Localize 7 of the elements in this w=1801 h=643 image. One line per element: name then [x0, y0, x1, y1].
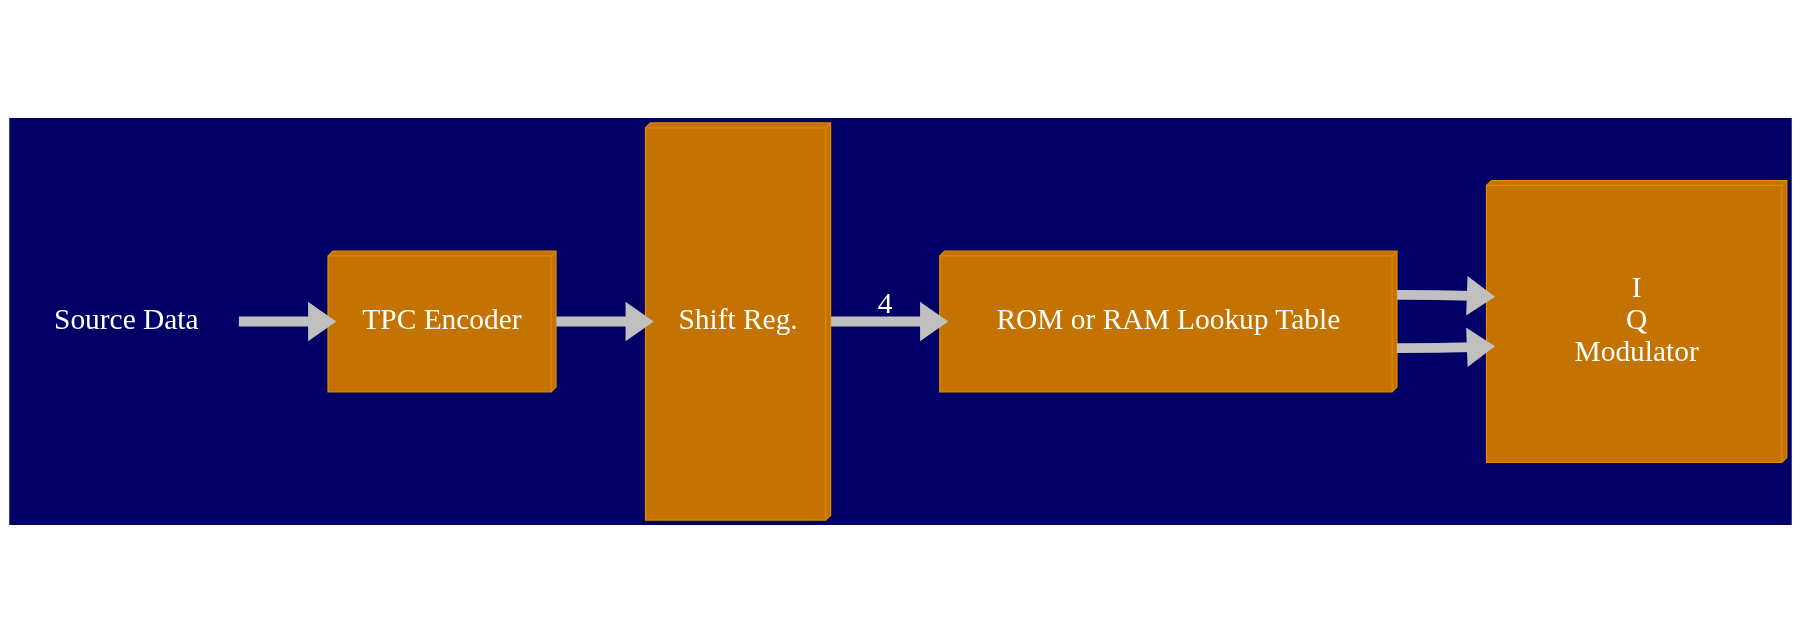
- arrow: [1397, 327, 1495, 367]
- arrow: [556, 301, 654, 342]
- edge-label: 4: [877, 287, 893, 320]
- arrow: [831, 301, 949, 342]
- arrow: [238, 301, 337, 342]
- node-text: Source Data: [54, 303, 199, 336]
- arrow: [1397, 276, 1495, 316]
